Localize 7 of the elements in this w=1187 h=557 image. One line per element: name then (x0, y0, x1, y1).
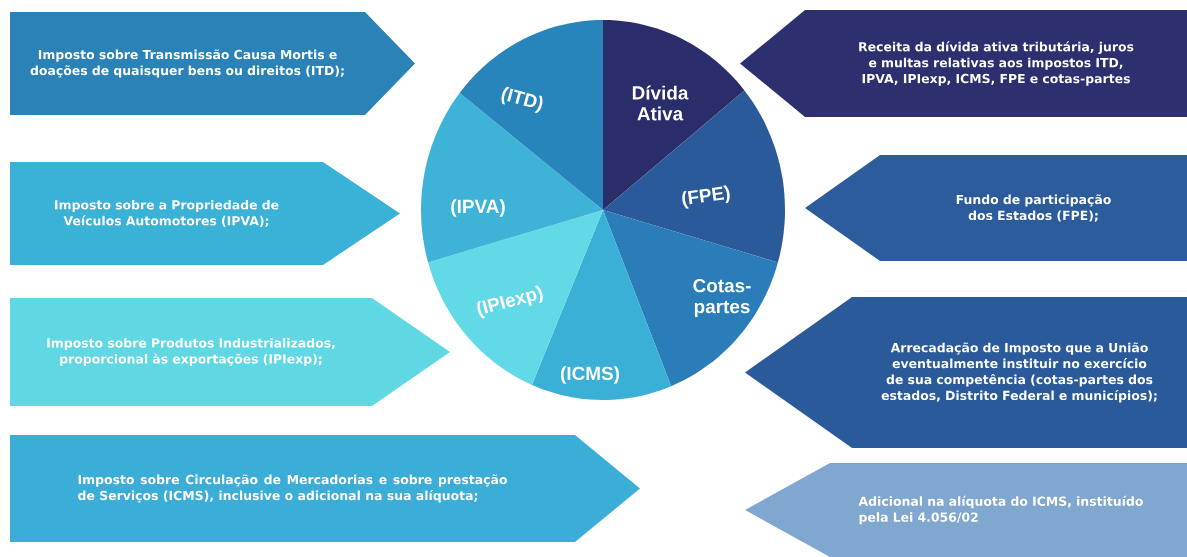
arrow-box: Imposto sobre a Propriedade de Veículos Automotores (IPVA); (10, 162, 400, 265)
arrow-box: Imposto sobre Transmissão Causa Mortis e doações de quaisquer bens ou direitos (ITD); (10, 12, 415, 115)
arrow-box: Adicional na alíquota do ICMS, instituído pela Lei 4.056/02 (745, 463, 1187, 557)
arrow-box: Fundo de participação dos Estados (FPE); (805, 155, 1187, 261)
arrow-box: Imposto sobre Produtos Industrializados, proporcional às exportações (IPIexp); (10, 298, 450, 406)
arrow-box: Imposto sobre Circulação de Mercadorias e sobre prestação de Serviços (ICMS), inclusive o adicional na sua alíquota; (10, 435, 640, 542)
arrow-box: Receita da dívida ativa tributária, juros e multas relativas aos impostos ITD, IPVA, IPIexp, ICMS, FPE e cotas-partes (740, 10, 1187, 117)
